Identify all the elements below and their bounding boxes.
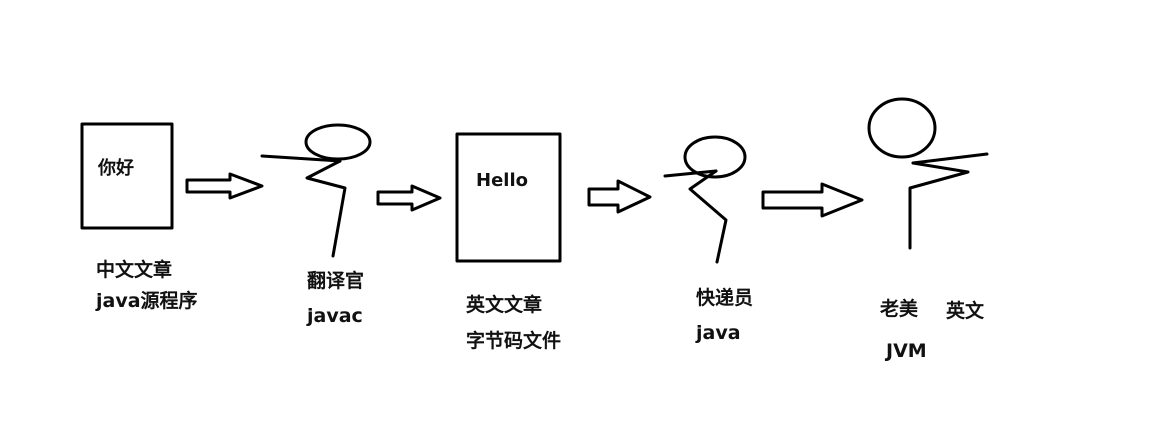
stage1-label-line1: 中文文章 <box>96 259 173 281</box>
stage5-label-line2: JVM <box>886 340 927 362</box>
arrow-1 <box>185 172 264 200</box>
chinese-document-box <box>80 122 174 230</box>
translator-figure <box>260 123 372 258</box>
stage5-label-line1b: 英文 <box>946 300 985 322</box>
stage3-label-line2: 字节码文件 <box>466 330 562 352</box>
translator-body <box>305 159 347 258</box>
translator-head <box>304 123 372 161</box>
jvm-head <box>867 97 937 159</box>
chinese-document-text: 你好 <box>98 158 134 179</box>
jvm-body <box>908 161 970 250</box>
stage1-label-line2: java源程序 <box>96 290 198 312</box>
stage2-label-line2: javac <box>307 305 363 327</box>
courier-head <box>683 135 747 179</box>
arrow-4 <box>761 182 864 218</box>
stage5-label-line1: 老美 <box>880 298 919 320</box>
english-document-text: Hello <box>476 170 528 191</box>
courier-body <box>688 169 728 264</box>
courier-figure <box>663 135 747 264</box>
stage2-label-line1: 翻译官 <box>307 270 365 292</box>
stage4-label-line2: java <box>696 322 741 344</box>
jvm-figure <box>867 97 989 250</box>
stage3-label-line1: 英文文章 <box>466 294 543 316</box>
translator-arm <box>260 154 342 163</box>
jvm-arm <box>911 152 989 165</box>
arrow-3 <box>587 179 652 214</box>
stage4-label-line1: 快递员 <box>696 287 754 309</box>
english-document-box <box>455 132 562 263</box>
courier-arm <box>663 169 718 178</box>
arrow-2 <box>376 184 442 212</box>
